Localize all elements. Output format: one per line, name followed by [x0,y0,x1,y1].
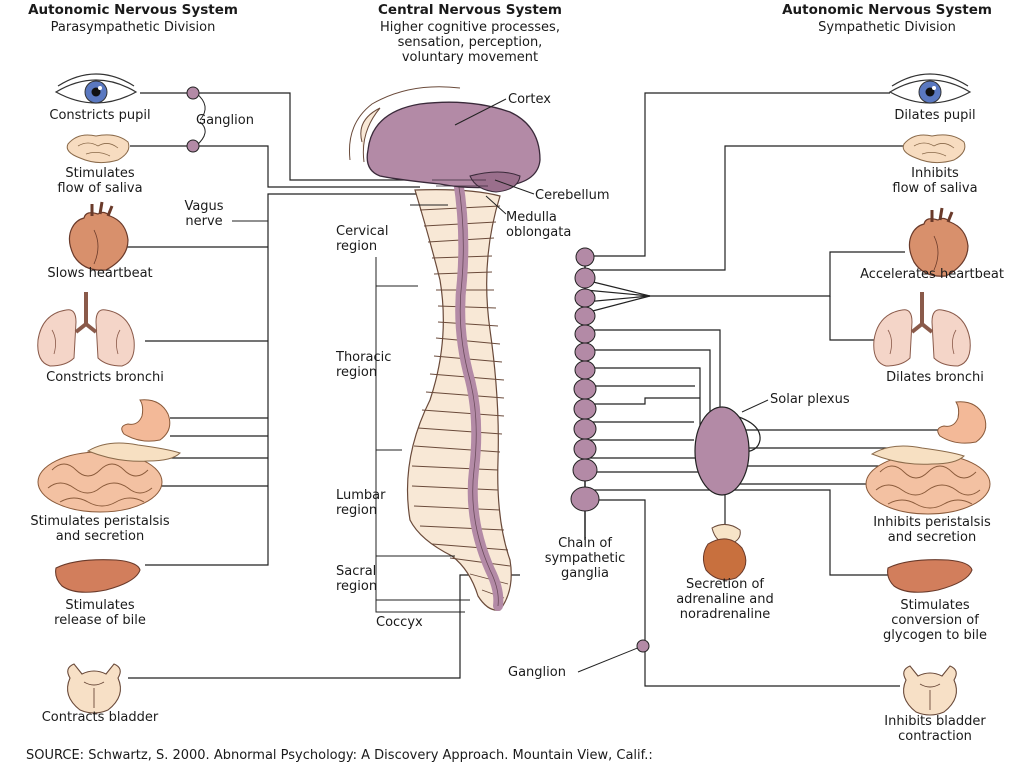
label-adrenal-3: noradrenaline [679,607,771,622]
label-cerebellum: Cerebellum [535,188,610,203]
center-header-line3: voluntary movement [401,50,539,65]
label-chain-2: sympathetic [544,551,626,566]
right-eye-icon [889,73,971,104]
right-lungs-icon [871,290,973,368]
parasympathetic-ganglion-lower [186,139,200,153]
right-salivary-gland-icon [902,134,966,164]
label-accelerates-heartbeat: Accelerates heartbeat [860,267,1004,282]
left-liver-icon [55,559,141,593]
label-adrenal-2: adrenaline and [676,592,774,607]
label-constricts-pupil: Constricts pupil [49,108,151,123]
brain [348,86,541,193]
right-header-subtitle: Sympathetic Division [818,20,956,35]
label-solar-plexus: Solar plexus [770,392,850,407]
label-inhibits-saliva-2: flow of saliva [892,181,978,196]
sympathetic-ganglion [636,639,650,653]
label-constricts-bronchi: Constricts bronchi [46,370,164,385]
label-cervical-1: Cervical [336,224,389,239]
label-thoracic-2: region [336,365,378,380]
label-parasympathetic-ganglion: Ganglion [196,113,254,128]
cns-leaders [375,98,535,613]
label-sacral-1: Sacral [336,564,377,579]
label-contracts-bladder: Contracts bladder [41,710,159,725]
kidney-adrenal-icon [702,524,747,581]
left-heart-icon [67,200,130,272]
center-header-line1: Higher cognitive processes, [380,20,560,35]
label-inhibits-saliva-1: Inhibits [911,166,959,181]
label-release-bile-2: release of bile [54,613,146,628]
label-conversion-2: conversion of [891,613,979,628]
label-chain-3: ganglia [561,566,609,581]
label-medulla-2: oblongata [506,225,572,240]
right-heart-icon [907,206,970,278]
label-inhibits-bladder-1: Inhibits bladder [884,714,986,729]
label-vagus-1: Vagus [184,199,224,214]
source-citation: SOURCE: Schwartz, S. 2000. Abnormal Psyc… [26,748,653,763]
left-header-title: Autonomic Nervous System [28,2,238,18]
label-coccyx: Coccyx [376,615,423,630]
left-lungs-icon [35,290,137,368]
center-header-title: Central Nervous System [378,2,562,18]
label-stimulates-saliva-1: Stimulates [65,166,135,181]
sympathetic-chain [570,247,600,540]
label-lumbar-2: region [336,503,378,518]
label-cortex: Cortex [508,92,551,107]
right-header-title: Autonomic Nervous System [782,2,992,18]
label-conversion-3: glycogen to bile [883,628,987,643]
spinal-column [406,175,512,611]
label-sympathetic-ganglion: Ganglion [508,665,566,680]
right-bladder-icon [902,665,958,716]
label-dilates-bronchi: Dilates bronchi [886,370,984,385]
label-sacral-2: region [336,579,378,594]
left-bladder-icon [66,663,122,714]
label-inhibits-bladder-2: contraction [898,729,972,744]
right-stomach-icon [937,401,987,444]
label-release-bile-1: Stimulates [65,598,135,613]
solar-plexus [694,406,750,496]
label-dilates-pupil: Dilates pupil [894,108,976,123]
left-header-subtitle: Parasympathetic Division [50,20,216,35]
label-medulla-1: Medulla [506,210,557,225]
label-thoracic-1: Thoracic [336,350,392,365]
label-stimulates-peristalsis-1: Stimulates peristalsis [30,514,170,529]
parasympathetic-ganglion-upper [186,86,200,100]
left-salivary-gland-icon [66,134,130,164]
label-stimulates-saliva-2: flow of saliva [57,181,143,196]
label-inhibits-peristalsis-2: and secretion [887,530,977,545]
left-stomach-icon [121,399,171,442]
label-lumbar-1: Lumbar [336,488,386,503]
right-liver-icon [887,559,973,593]
label-stimulates-peristalsis-2: and secretion [55,529,145,544]
label-inhibits-peristalsis-1: Inhibits peristalsis [873,515,991,530]
label-conversion-1: Stimulates [900,598,970,613]
label-chain-1: Chain of [558,536,612,551]
label-vagus-2: nerve [185,214,223,229]
label-cervical-2: region [336,239,378,254]
center-header-line2: sensation, perception, [397,35,543,50]
label-adrenal-1: Secretion of [685,577,765,592]
left-eye-icon [55,73,137,104]
label-slows-heartbeat: Slows heartbeat [47,266,153,281]
